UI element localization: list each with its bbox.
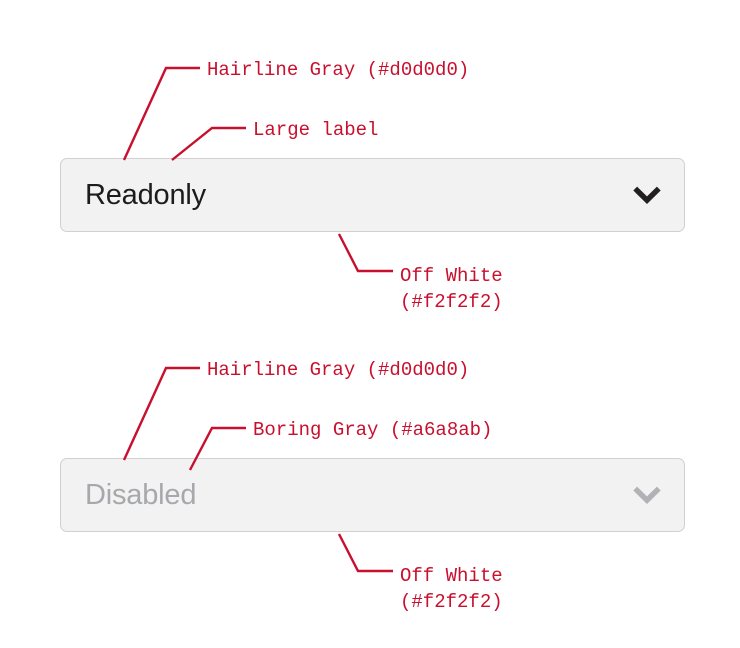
annotation-boring-gray: Boring Gray (#a6a8ab) [253, 419, 493, 441]
annotation-off-white-readonly: Off White (#f2f2f2) [400, 265, 503, 313]
leader-line-hairline-2 [122, 366, 200, 461]
chevron-down-icon [633, 486, 661, 504]
leader-line-off-white-2 [337, 533, 393, 573]
annotation-large-label: Large label [253, 119, 379, 141]
annotation-off-white-disabled: Off White (#f2f2f2) [400, 565, 503, 613]
leader-line-large-label [171, 126, 246, 161]
leader-line-off-white-1 [337, 233, 393, 273]
select-readonly[interactable]: Readonly [60, 158, 685, 232]
select-readonly-value: Readonly [85, 178, 206, 211]
leader-line-hairline-1 [122, 66, 200, 161]
select-disabled-value: Disabled [85, 478, 197, 511]
annotation-hairline-gray-disabled: Hairline Gray (#d0d0d0) [207, 359, 470, 381]
select-disabled: Disabled [60, 458, 685, 532]
chevron-down-icon[interactable] [632, 185, 662, 205]
annotation-hairline-gray-readonly: Hairline Gray (#d0d0d0) [207, 59, 470, 81]
